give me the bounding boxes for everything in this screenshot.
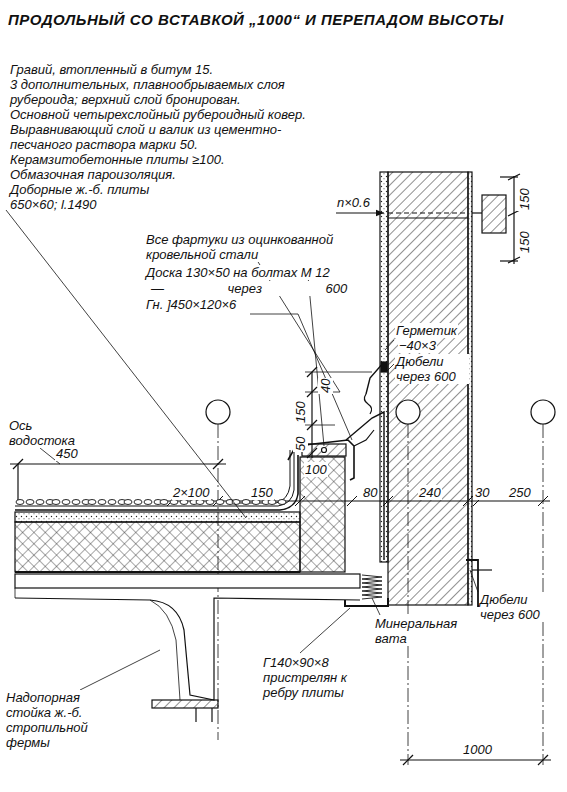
brick-wall	[388, 172, 468, 605]
ribbed-slab	[15, 574, 360, 588]
gravel-stone	[268, 500, 276, 505]
gravel-stone	[170, 500, 178, 505]
insulation-slabs	[15, 522, 300, 572]
dimension-label: 150	[293, 400, 308, 424]
callout-label: Все фартуки из оцинкованной кровельной с…	[145, 232, 347, 262]
gravel-stone	[160, 500, 168, 505]
callout-label: — через 600	[150, 281, 348, 296]
bracket	[482, 195, 506, 233]
dimension-label: 250	[508, 485, 532, 500]
callout-label: Ось водостока	[8, 418, 80, 448]
callout-label: Г140×90×8 пристрелян к ребру плиты	[262, 655, 376, 700]
callout-label: Гн. ]450×120×6	[145, 297, 237, 312]
gravel-stone	[108, 500, 116, 505]
curb-insulation	[300, 457, 345, 572]
dimension-label: 100	[304, 462, 328, 477]
plaster-layer	[468, 172, 472, 605]
drawing-lines	[6, 172, 555, 765]
callout-label: Доска 130×50 на болтах М 12	[145, 265, 331, 280]
mineral-wool	[362, 575, 382, 599]
dimension-label: 150	[517, 230, 532, 254]
steel-angle	[345, 598, 388, 606]
dimension-label: 1000	[462, 742, 493, 757]
spec-note: Доборные ж.-б. плиты 650×60; l.1490	[10, 182, 170, 212]
gravel-stone	[26, 500, 34, 505]
gravel-stone	[36, 500, 44, 505]
gravel	[16, 500, 286, 505]
callout-label: Дюбели через 600	[479, 592, 556, 622]
callout-label: Надопорная стойка ж.-б. стропильной ферм…	[5, 690, 119, 750]
spec-note: Гравий, втопленный в битум 15.	[10, 62, 340, 77]
dimension-label: 2×100	[172, 485, 211, 500]
gravel-stone	[72, 500, 80, 505]
dimension-label: −40×3	[398, 338, 437, 353]
spec-note: Выравнивающий слой и валик из цементно-п…	[10, 122, 340, 152]
spec-note: 3 дополнительных, плавнообрываемых слоя …	[10, 77, 340, 107]
dimension-label: 30	[474, 485, 490, 500]
drawing-title: ПРОДОЛЬНЫЙ СО ВСТАВКОЙ „1000“ И ПЕРЕПАДО…	[8, 12, 504, 27]
gravel-stone	[62, 500, 70, 505]
axis-marker	[396, 400, 420, 424]
callout-label: Герметик	[395, 323, 458, 338]
callout-label: Дюбели через 600	[395, 354, 469, 384]
gravel-stone	[52, 500, 60, 505]
dimension-label: 50	[293, 436, 308, 452]
dimension-label: 240	[418, 485, 442, 500]
callout-label: Минеральная вата	[374, 616, 464, 646]
gravel-stone	[134, 500, 142, 505]
leader-lines	[6, 210, 478, 690]
dimension-label: 80	[362, 485, 378, 500]
spec-note: Керамзитобетонные плиты ≥100.	[10, 152, 340, 167]
callout-label: n×0.6	[336, 195, 371, 210]
gravel-stone	[144, 500, 152, 505]
dimension-label: 450	[55, 446, 79, 461]
gravel-stone	[278, 500, 286, 505]
gravel-stone	[16, 500, 24, 505]
gravel-stone	[180, 500, 188, 505]
gravel-stone	[252, 500, 260, 505]
gravel-stone	[98, 500, 106, 505]
axis-marker	[531, 400, 555, 424]
dimension-label: 150	[517, 187, 532, 211]
gravel-stone	[216, 500, 224, 505]
spec-note: Основной четырехслойный рубероидный кове…	[10, 107, 340, 122]
dimension-label: 150	[250, 485, 274, 500]
gravel-stone	[196, 500, 204, 505]
axis-marker	[206, 400, 230, 424]
spec-note: Обмазочная пароизоляция.	[10, 167, 340, 182]
gravel-stone	[88, 500, 96, 505]
levelling-screed	[15, 512, 300, 522]
gravel-stone	[242, 500, 250, 505]
gravel-stone	[124, 500, 132, 505]
truss-post	[152, 700, 218, 708]
gravel-stone	[206, 500, 214, 505]
dimension-label: 40	[318, 378, 333, 394]
